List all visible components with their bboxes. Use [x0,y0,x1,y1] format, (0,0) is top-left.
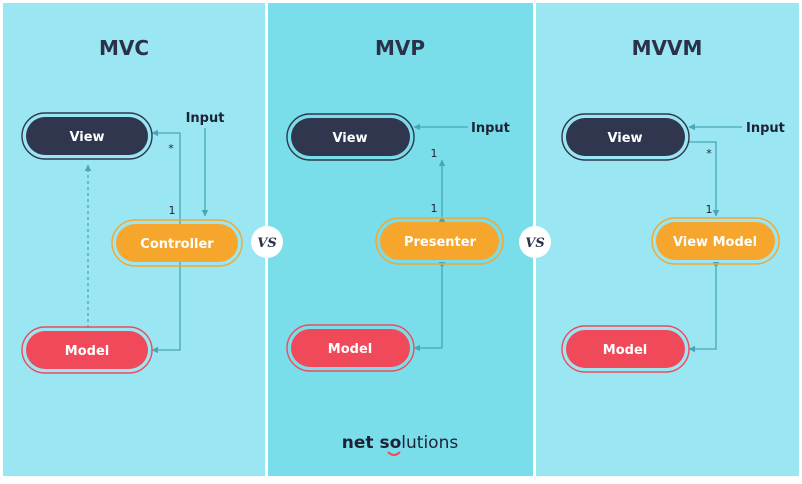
multiplicity-view: * [168,142,174,155]
multiplicity-presenter: 1 [431,202,438,215]
vs-badge-left: VS [251,226,283,258]
model-label: Model [328,342,372,357]
logo-o-icon: o [390,433,402,453]
controller-view-link [151,129,181,228]
input-label: Input [471,121,510,136]
view-node: View [561,113,690,161]
model-label: Model [65,344,109,359]
presenter-label: Presenter [404,235,477,250]
view-viewmodel-link [689,141,720,217]
view-label: View [69,130,104,145]
panel-title: MVVM [632,36,703,60]
vs-label: VS [257,236,276,251]
input-label: Input [186,111,225,126]
vs-label: VS [525,236,544,251]
view-node: View [21,112,153,160]
model-label: Model [603,343,647,358]
multiplicity-viewmodel: 1 [706,203,713,216]
input-label: Input [746,121,785,136]
logo-text-part1: net s [342,433,390,453]
model-node: Model [286,324,415,372]
view-label: View [332,131,367,146]
logo-swoosh-icon [387,451,401,456]
multiplicity-controller: 1 [169,204,176,217]
view-node: View [286,113,415,161]
viewmodel-model-link [688,262,720,353]
logo-text-part2: lutions [401,433,458,453]
multiplicity-view: * [706,147,712,160]
net-solutions-logo: net solutions [342,433,459,456]
panel-title: MVC [99,36,149,60]
panel-mvc: MVC Input * 1 View Controller Model [21,36,243,374]
vs-badge-right: VS [519,226,551,258]
viewmodel-label: View Model [673,235,757,250]
controller-label: Controller [140,237,214,252]
model-node: Model [21,326,153,374]
panel-mvp: MVP Input 1 1 View Presenter Model [286,36,510,372]
presenter-model-link [413,262,446,352]
viewmodel-node: View Model [651,217,780,265]
multiplicity-view: 1 [431,147,438,160]
controller-node: Controller [111,219,243,267]
panel-title: MVP [375,36,425,60]
model-node: Model [561,325,690,373]
svg-text:net solutions: net solutions [342,433,459,453]
presenter-node: Presenter [375,217,504,265]
controller-model-link [151,262,181,354]
panel-mvvm: MVVM Input * 1 View View Model Model [561,36,785,373]
view-label: View [607,131,642,146]
